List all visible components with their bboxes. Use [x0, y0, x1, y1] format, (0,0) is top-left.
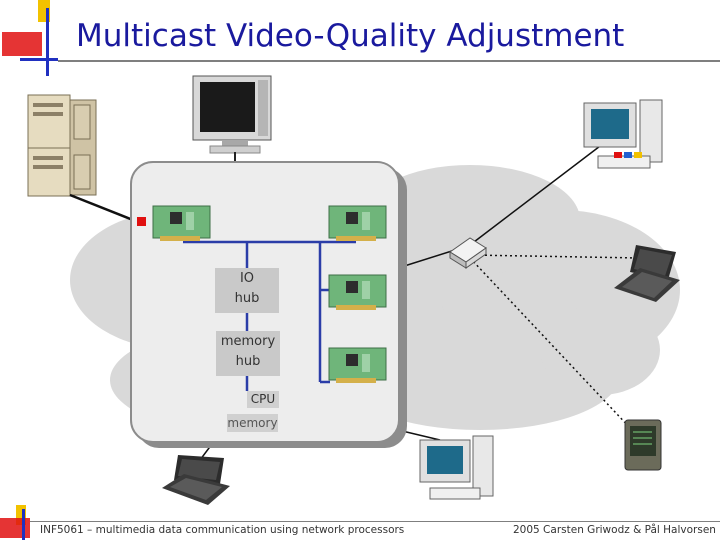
title-divider — [58, 60, 720, 62]
laptop-icon — [614, 245, 680, 302]
port-indicator — [137, 217, 146, 226]
slide-title: Multicast Video-Quality Adjustment — [76, 18, 625, 54]
pda-icon — [624, 419, 662, 471]
footer-authors: 2005 Carsten Griwodz & Pål Halvorsen — [513, 524, 716, 536]
server-icon — [27, 94, 97, 197]
memory-hub: memory hub — [216, 331, 280, 376]
system-bus — [183, 240, 356, 391]
network-card — [328, 274, 387, 310]
desktop-computer-icon — [419, 435, 494, 500]
laptop-link — [469, 254, 641, 259]
server-link — [69, 193, 139, 224]
io-hub-label-line1: IO — [239, 271, 255, 286]
corner-decoration — [2, 0, 58, 76]
network-card — [328, 347, 387, 383]
laptop-icon — [162, 455, 230, 505]
memory-hub-label-line2: hub — [235, 354, 261, 369]
corner-decoration-bottom — [0, 505, 30, 540]
desktop-link — [469, 139, 609, 246]
pda-link — [469, 257, 633, 431]
router-icon — [449, 237, 487, 269]
network-card — [152, 205, 211, 241]
footer-divider — [30, 521, 720, 522]
network-card — [328, 205, 387, 241]
router-link — [397, 249, 456, 269]
cpu-box: CPU — [247, 391, 279, 408]
io-hub: IO hub — [215, 268, 279, 313]
footer-course: INF5061 – multimedia data communication … — [40, 524, 405, 536]
memory-hub-label-line1: memory — [220, 334, 276, 349]
memory-box: memory — [227, 414, 278, 432]
io-hub-label-line2: hub — [234, 291, 260, 306]
desktop-computer-icon — [583, 99, 663, 169]
monitor-icon — [192, 75, 272, 154]
